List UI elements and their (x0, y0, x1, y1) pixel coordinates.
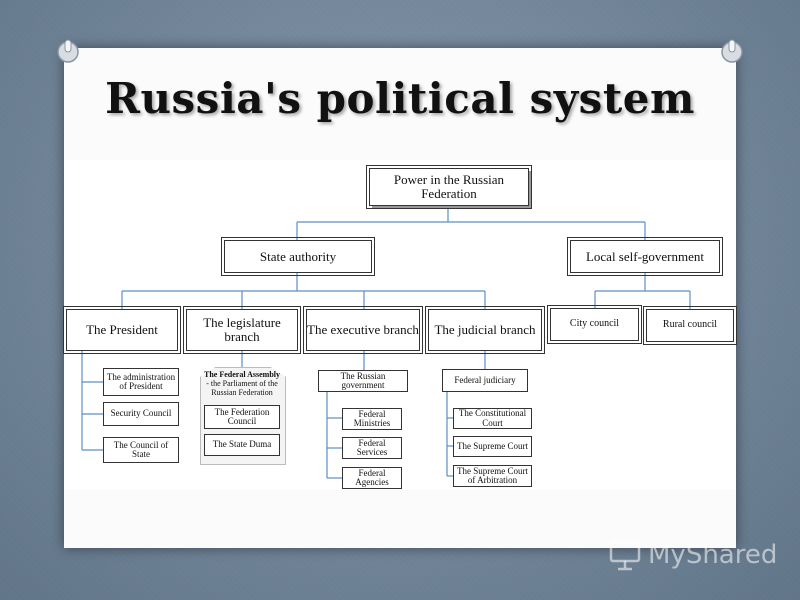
city-council-node: City council (547, 305, 642, 344)
pin-icon-left (57, 39, 79, 63)
federal-assembly-subtitle: - the Parliament of the Russian Federati… (206, 378, 278, 397)
local-self-government-node: Local self-government (567, 237, 723, 276)
legislature-node: The legislature branch (183, 306, 301, 354)
president-item: The administration of President (103, 368, 179, 396)
presentation-icon (609, 540, 641, 571)
executive-head-node: The Russian government (318, 370, 408, 392)
slide-title: Russia's political system (105, 74, 695, 123)
judicial-item: The Constitutional Court (453, 408, 532, 429)
rural-council-node: Rural council (643, 306, 737, 345)
state-authority-node: State authority (221, 237, 375, 276)
judicial-head-node: Federal judiciary (442, 369, 528, 392)
executive-item: Federal Services (342, 437, 402, 459)
federal-assembly-title: The Federal Assembly (204, 370, 280, 379)
judicial-item: The Supreme Court (453, 436, 532, 457)
federal-assembly-label: The Federal Assembly - the Parliament of… (200, 370, 284, 397)
executive-item: Federal Agencies (342, 467, 402, 489)
legislature-item: The Federation Council (204, 405, 280, 429)
root-node: Power in the Russian Federation (366, 165, 532, 209)
judicial-node: The judicial branch (425, 306, 545, 354)
executive-node: The executive branch (303, 306, 423, 354)
watermark: MyShared (608, 538, 777, 572)
president-node: The President (63, 306, 181, 354)
legislature-item: The State Duma (204, 434, 280, 456)
president-item: The Council of State (103, 437, 179, 463)
judicial-item: The Supreme Court of Arbitration (453, 465, 532, 487)
watermark-text: MyShared (648, 540, 778, 570)
executive-item: Federal Ministries (342, 408, 402, 430)
president-item: Security Council (103, 402, 179, 426)
pin-icon-right (721, 39, 743, 63)
